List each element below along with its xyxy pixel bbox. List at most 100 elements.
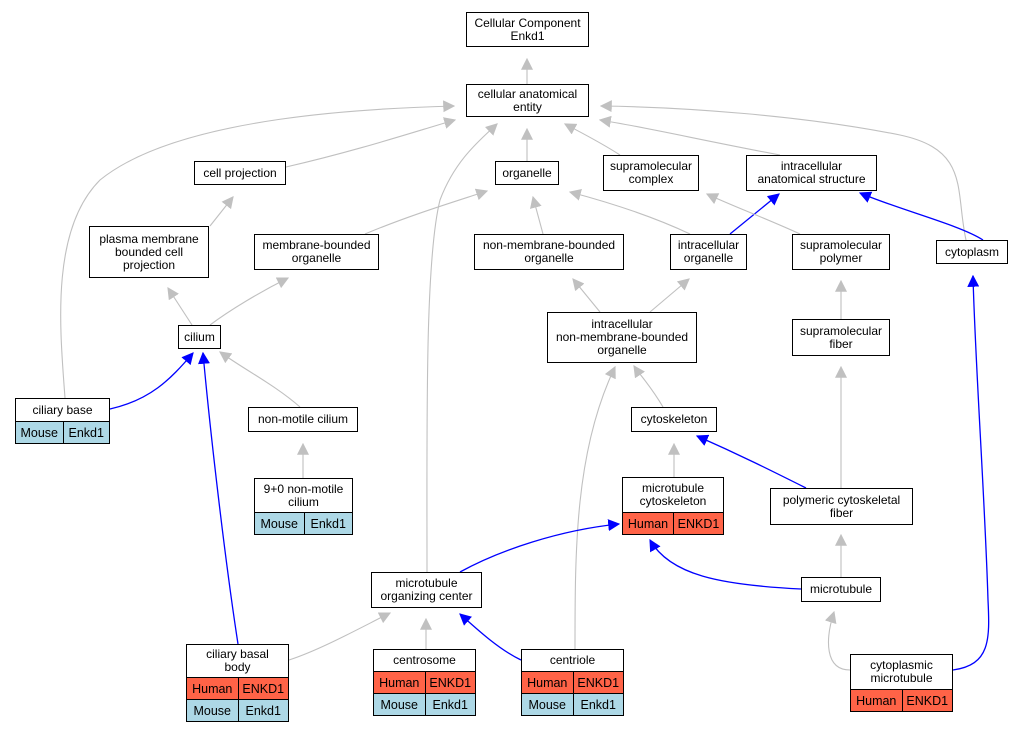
node-label: microtubule cytoskeleton [639,481,707,508]
species-cell: Human [379,675,420,690]
gene-cell: Enkd1 [303,513,353,534]
node-label: polymeric cytoskeletal fiber [782,492,901,520]
node-label: cilium [184,329,215,344]
is-a-edge-inmbo-to-intraorg [649,278,690,313]
node-label: 9+0 non-motile cilium [263,481,344,509]
gene-cell: Enkd1 [62,422,110,443]
node-label: centrosome [393,653,456,667]
is-a-edge-ias-to-cae [598,115,781,156]
node-centrosome[interactable]: centrosome Human ENKD1 Mouse Enkd1 [373,649,476,716]
gene-cell: Enkd1 [237,700,289,721]
part-of-edge-cytomt-to-cytoplasm [952,274,990,671]
is-a-edge-intraorg-to-organelle [568,188,691,235]
node-intracellular-organelle[interactable]: intracellular organelle [670,234,747,270]
is-a-edge-cytoskeleton-to-inmbo [633,365,664,408]
human-annotation-row: Human ENKD1 [522,671,623,693]
node-cell-projection[interactable]: cell projection [194,161,286,185]
gene-cell: ENKD1 [673,513,723,534]
node-cytoplasm[interactable]: cytoplasm [936,240,1008,264]
species-cell: Human [192,681,233,696]
node-label: intracellular organelle [677,238,740,265]
mouse-annotation-row: Mouse Enkd1 [187,699,288,721]
node-supramolecular-polymer[interactable]: supramolecular polymer [792,234,890,270]
is-a-edge-cellproj-to-cae [285,117,457,168]
human-annotation-row: Human ENKD1 [851,689,952,711]
human-annotation-row: Human ENKD1 [374,671,475,693]
node-intracellular-anatomical-structure[interactable]: intracellular anatomical structure [746,155,877,191]
species-cell: Mouse [193,703,232,718]
node-label: supramolecular complex [609,159,693,186]
is-a-edge-suppoly-to-supcomplex [705,193,801,235]
species-cell: Mouse [260,516,299,531]
gene-cell: ENKD1 [424,672,476,693]
node-supramolecular-fiber[interactable]: supramolecular fiber [792,319,890,356]
species-cell: Mouse [20,425,59,440]
is-a-edge-nmbo-to-organelle [530,195,544,235]
node-centriole[interactable]: centriole Human ENKD1 Mouse Enkd1 [521,649,624,716]
species-cell: Human [627,516,669,531]
is-a-edge-cilium-to-pmbcp [167,286,193,326]
node-label: cytoplasmic microtubule [870,658,933,685]
is-a-edge-inmbo-to-nmbo [572,278,601,313]
node-9-0-non-motile-cilium[interactable]: 9+0 non-motile cilium Mouse Enkd1 [254,478,353,535]
node-microtubule[interactable]: microtubule [801,577,881,602]
gene-cell: Enkd1 [424,694,476,715]
node-cellular-anatomical-entity[interactable]: cellular anatomical entity [466,84,589,117]
part-of-edge-ciliarybase-to-cilium [109,352,194,410]
node-label: intracellular anatomical structure [757,159,866,186]
node-label: intracellular non-membrane-bounded organ… [555,317,689,357]
node-microtubule-cytoskeleton[interactable]: microtubule cytoskeleton Human ENKD1 [622,477,724,535]
species-cell: Mouse [380,697,419,712]
is-a-edge-mtoc-to-cae [426,123,498,573]
part-of-edge-cytoplasm-to-ias [858,191,984,241]
mouse-annotation-row: Mouse Enkd1 [522,693,623,715]
node-label: microtubule [809,582,873,596]
part-of-edge-centriole-to-mtoc [459,613,522,661]
is-a-edge-centriole-to-inmbo [574,365,616,650]
human-annotation-row: Human ENKD1 [623,512,723,534]
node-non-membrane-bounded-organelle[interactable]: non-membrane-bounded organelle [474,234,624,270]
node-plasma-membrane-bounded-cell-projection[interactable]: plasma membrane bounded cell projection [89,226,209,278]
node-label: centriole [549,653,596,667]
node-label: cellular anatomical entity [477,86,578,114]
node-supramolecular-complex[interactable]: supramolecular complex [603,155,699,191]
node-label: cytoskeleton [640,412,708,426]
mouse-annotation-row: Mouse Enkd1 [374,693,475,715]
node-label: non-membrane-bounded organelle [482,238,616,265]
node-label: ciliary base [32,402,93,417]
mouse-annotation-row: Mouse Enkd1 [16,421,109,443]
is-a-edge-pmbcp-to-cellproj [209,196,234,227]
mouse-annotation-row: Mouse Enkd1 [255,512,352,534]
node-cellular-component-root[interactable]: Cellular Component Enkd1 [466,12,589,47]
node-label: Cellular Component Enkd1 [474,15,581,43]
node-organelle[interactable]: organelle [495,161,559,185]
node-cytoplasmic-microtubule[interactable]: cytoplasmic microtubule Human ENKD1 [850,654,953,712]
is-a-edge-cilium-to-mbo [209,277,290,326]
species-cell: Human [527,675,568,690]
node-ciliary-base[interactable]: ciliary base Mouse Enkd1 [15,398,110,444]
node-ciliary-basal-body[interactable]: ciliary basal body Human ENKD1 Mouse Enk… [186,644,289,722]
node-label: cell projection [203,165,277,180]
is-a-edge-cbb-to-mtoc [288,612,392,661]
part-of-edge-pcf-to-cytoskeleton [695,434,807,489]
gene-cell: ENKD1 [572,672,624,693]
gene-cell: ENKD1 [237,678,289,699]
node-polymeric-cytoskeletal-fiber[interactable]: polymeric cytoskeletal fiber [770,488,913,525]
node-label: supramolecular fiber [799,323,883,351]
is-a-edge-supcomplex-to-cae [563,123,621,156]
node-label: plasma membrane bounded cell projection [99,231,199,272]
is-a-edge-cytomt-to-microtubule [824,610,851,671]
node-cilium[interactable]: cilium [178,325,221,349]
node-label: microtubule organizing center [380,576,473,603]
is-a-edge-ciliarybase-to-cae [60,100,456,399]
node-label: supramolecular polymer [799,238,883,265]
node-microtubule-organizing-center[interactable]: microtubule organizing center [371,572,482,608]
node-non-motile-cilium[interactable]: non-motile cilium [248,407,358,432]
part-of-edge-mtoc-to-mtcyto [459,519,621,573]
is-a-edge-mbo-to-organelle [364,188,489,235]
node-label: non-motile cilium [257,412,349,426]
node-membrane-bounded-organelle[interactable]: membrane-bounded organelle [254,234,379,270]
node-intracellular-non-membrane-bounded-organelle[interactable]: intracellular non-membrane-bounded organ… [547,312,697,363]
species-cell: Human [856,693,897,708]
node-cytoskeleton[interactable]: cytoskeleton [631,407,717,432]
